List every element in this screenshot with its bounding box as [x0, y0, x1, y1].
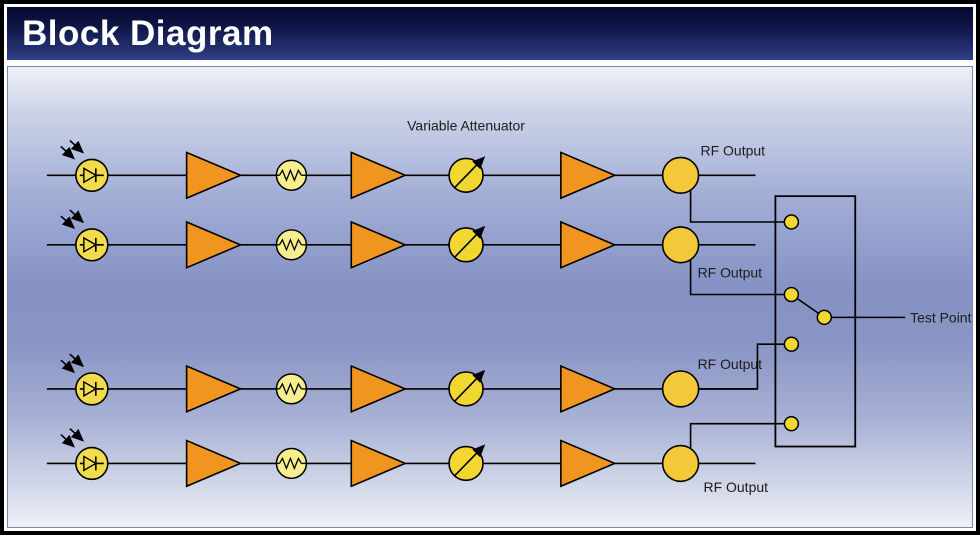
- switch-contact-2: [783, 286, 800, 303]
- variable-attenuator-symbol: [449, 157, 484, 192]
- variable-attenuator-symbol: [449, 371, 484, 406]
- amplifier-symbol: [350, 221, 406, 269]
- channel-2: RF Output: [46, 210, 785, 296]
- attenuator-symbol: [275, 159, 308, 191]
- variable-attenuator-label: Variable Attenuator: [407, 118, 525, 134]
- rf-output-label: RF Output: [704, 479, 769, 495]
- photodiode-symbol: [61, 354, 108, 405]
- attenuator-symbol: [275, 229, 308, 261]
- photodiode-symbol: [61, 429, 108, 480]
- variable-attenuator-symbol: [449, 227, 484, 262]
- rf-output-label: RF Output: [698, 265, 763, 281]
- rf-output-connector: [680, 343, 785, 390]
- switch-box: [774, 195, 857, 448]
- amplifier-symbol: [560, 439, 616, 488]
- channel-4: RF Output: [46, 422, 785, 495]
- switch-contact-3: [783, 336, 800, 352]
- test-point-switch: Test Point: [774, 195, 972, 448]
- switch-contact-4: [783, 415, 800, 432]
- rf-output-label: RF Output: [698, 356, 763, 372]
- photodiode-symbol: [61, 141, 108, 192]
- channel-1: RF Output: [46, 141, 785, 223]
- amplifier-symbol: [560, 221, 616, 269]
- amplifier-symbol: [560, 365, 616, 413]
- title-bar: Block Diagram: [7, 7, 973, 60]
- amplifier-symbol: [185, 439, 242, 488]
- amplifier-symbol: [350, 151, 406, 199]
- amplifier-symbol: [185, 221, 242, 269]
- rf-output-label: RF Output: [701, 142, 766, 158]
- title-divider: [7, 60, 973, 66]
- amplifier-symbol: [560, 151, 616, 199]
- switch-contact-1: [783, 214, 800, 230]
- photodiode-symbol: [61, 210, 108, 261]
- amplifier-symbol: [185, 365, 242, 413]
- block-diagram-svg: RF Output RF Output: [46, 118, 972, 495]
- rf-output-coupler-symbol: [661, 226, 700, 264]
- amplifier-symbol: [350, 365, 406, 413]
- test-point-label: Test Point: [910, 309, 971, 325]
- rf-output-coupler-symbol: [661, 444, 700, 483]
- rf-output-coupler-symbol: [661, 370, 700, 408]
- rf-output-connector: [689, 244, 785, 296]
- rf-output-connector: [689, 422, 785, 464]
- amplifier-symbol: [350, 439, 406, 488]
- switch-pivot: [816, 309, 833, 326]
- rf-output-connector: [689, 175, 785, 223]
- page-title: Block Diagram: [22, 13, 274, 53]
- channel-3: RF Output: [46, 343, 785, 413]
- rf-output-coupler-symbol: [661, 156, 700, 194]
- variable-attenuator-symbol: [449, 446, 484, 481]
- diagram-area: RF Output RF Output: [7, 66, 973, 528]
- attenuator-symbol: [275, 373, 308, 405]
- amplifier-symbol: [185, 151, 242, 199]
- attenuator-symbol: [275, 447, 308, 480]
